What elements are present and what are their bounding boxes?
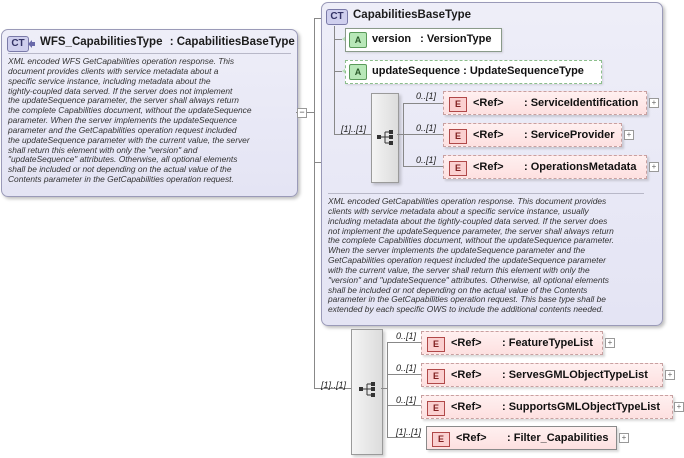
element-occurrence: 0..[1] (396, 363, 417, 373)
collapse-button[interactable]: − (297, 108, 307, 118)
connector (381, 388, 387, 389)
connector (314, 18, 322, 19)
connector (387, 437, 421, 438)
base-documentation: XML encoded GetCapabilities operation re… (328, 196, 615, 315)
sequence-occurrence: [1]..[1] (321, 380, 347, 390)
element-name: : OperationsMetadata (524, 161, 637, 173)
sequence-icon (359, 382, 375, 397)
element-service-identification[interactable]: E <Ref> : ServiceIdentification (443, 91, 647, 115)
root-documentation: XML encoded WFS GetCapabilities operatio… (8, 56, 252, 185)
attribute-label: version: VersionType (372, 33, 492, 45)
element-filter-capabilities[interactable]: E <Ref> : Filter_Capabilities (426, 426, 617, 450)
sequence-occurrence: [1]..[1] (341, 124, 367, 134)
expand-button[interactable]: + (649, 162, 659, 172)
connector (403, 134, 443, 135)
base-complex-type[interactable]: CT CapabilitiesBaseType XML encoded GetC… (321, 2, 663, 326)
element-occurrence: 0..[1] (396, 331, 417, 341)
element-occurrence: 0..[1] (416, 155, 437, 165)
divider (328, 193, 644, 194)
expand-button[interactable]: + (665, 370, 675, 380)
element-ref: <Ref> (473, 161, 504, 173)
derived-arrow-icon (28, 40, 35, 48)
connector (334, 39, 342, 40)
sequence-icon (377, 130, 393, 145)
element-service-provider[interactable]: E <Ref> : ServiceProvider (443, 123, 622, 147)
element-feature-type-list[interactable]: E <Ref> : FeatureTypeList (421, 331, 603, 355)
element-ref: <Ref> (456, 432, 487, 444)
element-ref: <Ref> (473, 97, 504, 109)
element-name: : ServiceProvider (524, 129, 615, 141)
element-occurrence: 0..[1] (416, 91, 437, 101)
element-occurrence: 0..[1] (396, 395, 417, 405)
expand-button[interactable]: + (649, 98, 659, 108)
root-base-type: CapabilitiesBaseType (176, 36, 295, 48)
connector (314, 18, 315, 388)
element-occurrence: 0..[1] (416, 123, 437, 133)
complex-type-badge: CT (326, 9, 348, 25)
element-operations-metadata[interactable]: E <Ref> : OperationsMetadata (443, 155, 647, 179)
element-ref: <Ref> (451, 337, 482, 349)
element-ref: <Ref> (473, 129, 504, 141)
connector (387, 342, 388, 437)
attribute-version[interactable]: A version: VersionType (345, 28, 502, 52)
root-complex-type[interactable]: CT WFS_CapabilitiesType : CapabilitiesBa… (1, 29, 298, 197)
root-base-separator: : (169, 36, 174, 48)
connector (387, 342, 421, 343)
sequence-compositor[interactable] (351, 329, 383, 455)
attribute-label: updateSequence : UpdateSequenceType (372, 65, 584, 77)
expand-button[interactable]: + (605, 338, 615, 348)
expand-button[interactable]: + (674, 402, 684, 412)
element-serves-gml-object-type-list[interactable]: E <Ref> : ServesGMLObjectTypeList (421, 363, 663, 387)
connector (314, 388, 351, 389)
element-name: : Filter_Capabilities (507, 432, 609, 444)
expand-button[interactable]: + (619, 433, 629, 443)
element-badge: E (432, 432, 450, 447)
element-badge: E (427, 401, 445, 416)
root-type-title: WFS_CapabilitiesType : CapabilitiesBaseT… (40, 36, 295, 48)
connector (387, 405, 421, 406)
root-type-name: WFS_CapabilitiesType (40, 36, 163, 48)
expand-button[interactable]: + (624, 130, 634, 140)
attribute-updatesequence[interactable]: A updateSequence : UpdateSequenceType (345, 60, 602, 84)
attribute-badge: A (349, 64, 367, 80)
element-badge: E (449, 97, 467, 112)
connector (403, 103, 443, 104)
connector (387, 374, 421, 375)
connector (403, 166, 443, 167)
element-name: : FeatureTypeList (502, 337, 593, 349)
sequence-compositor[interactable] (371, 93, 399, 183)
element-name: : ServiceIdentification (524, 97, 639, 109)
attribute-badge: A (349, 32, 367, 48)
element-badge: E (427, 369, 445, 384)
connector (314, 162, 322, 163)
element-badge: E (449, 129, 467, 144)
complex-type-badge: CT (7, 36, 29, 52)
element-badge: E (427, 337, 445, 352)
element-badge: E (449, 161, 467, 176)
element-ref: <Ref> (451, 369, 482, 381)
connector (397, 134, 403, 135)
connector (334, 71, 342, 72)
element-ref: <Ref> (451, 401, 482, 413)
element-name: : SupportsGMLObjectTypeList (502, 401, 661, 413)
connector (334, 134, 371, 135)
connector (307, 112, 314, 113)
element-supports-gml-object-type-list[interactable]: E <Ref> : SupportsGMLObjectTypeList (421, 395, 673, 419)
connector (334, 26, 335, 134)
base-type-title: CapabilitiesBaseType (353, 9, 472, 21)
element-name: : ServesGMLObjectTypeList (502, 369, 648, 381)
element-occurrence: [1]..[1] (396, 427, 422, 437)
divider (8, 53, 291, 54)
